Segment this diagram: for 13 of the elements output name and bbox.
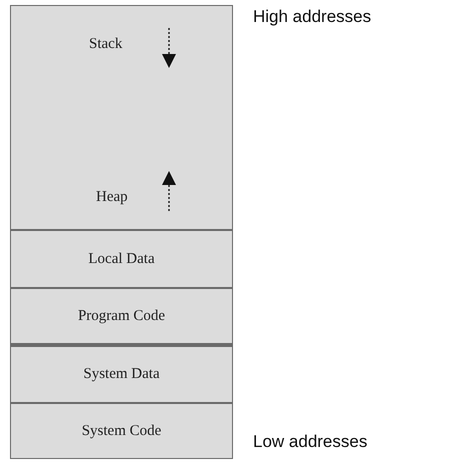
- memory-segment: [10, 403, 233, 459]
- memory-segment: [10, 5, 233, 230]
- memory-segment: [10, 230, 233, 288]
- memory-segment: [10, 288, 233, 346]
- address-label: Low addresses: [253, 432, 368, 452]
- segment-label: Program Code: [78, 308, 166, 324]
- segment-label: System Code: [82, 422, 162, 440]
- segment-label: Heap: [96, 189, 128, 206]
- segment-label: System Data: [83, 366, 160, 383]
- memory-segment: [10, 346, 233, 403]
- segment-label: Stack: [89, 36, 122, 53]
- address-label: High addresses: [253, 7, 372, 27]
- segment-label: Local Data: [88, 250, 155, 268]
